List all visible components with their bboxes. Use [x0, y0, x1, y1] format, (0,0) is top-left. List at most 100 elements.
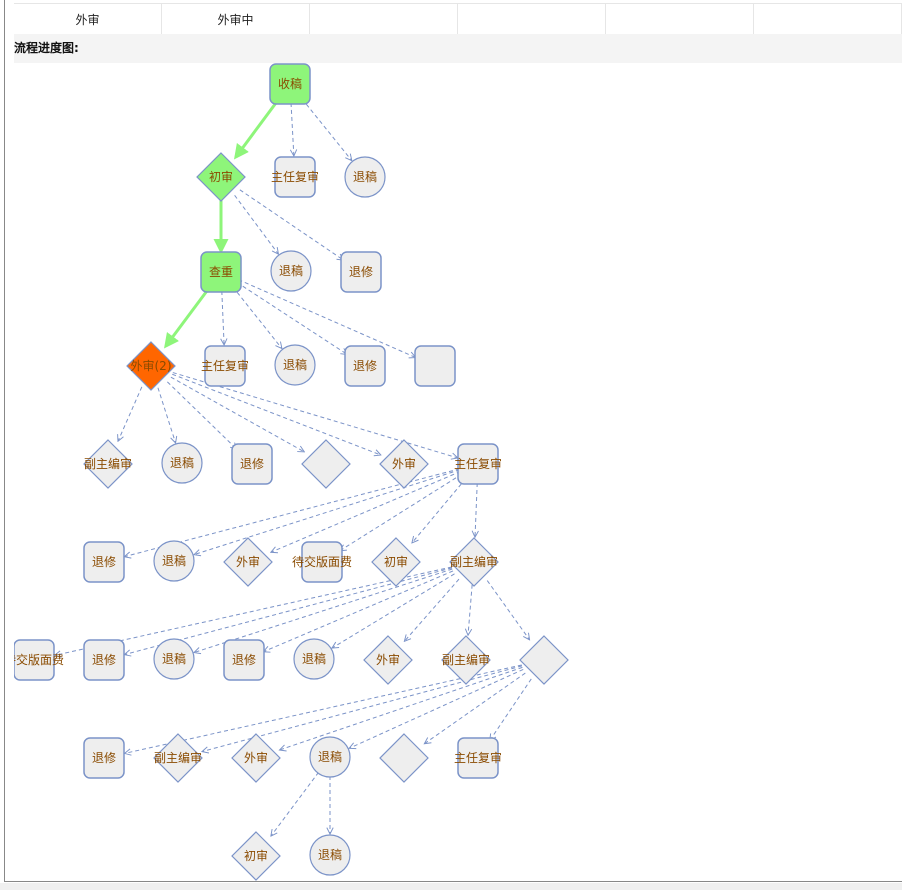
workflow-node[interactable] — [414, 345, 456, 387]
node-diamond-shape — [441, 635, 491, 685]
node-label: 退稿 — [170, 455, 194, 470]
workflow-node[interactable]: 退修 — [83, 639, 125, 681]
flow-edge — [271, 771, 320, 836]
workflow-node[interactable]: 副主编审 — [83, 439, 133, 489]
workflow-node[interactable]: 退稿 — [153, 540, 195, 582]
workflow-node[interactable]: 退修 — [231, 443, 273, 485]
node-diamond-shape — [231, 831, 281, 881]
node-label: 退修 — [240, 456, 264, 471]
workflow-node[interactable] — [519, 635, 569, 685]
node-label: 查重 — [209, 265, 233, 279]
node-rect-shape — [231, 443, 273, 485]
node-diamond-shape — [371, 537, 421, 587]
node-diamond-shape — [363, 635, 413, 685]
node-label: 外审 — [392, 456, 416, 471]
workflow-node[interactable]: 收稿 — [269, 63, 311, 105]
status-table-row: 外审 外审中 — [14, 3, 902, 35]
flow-edge — [157, 387, 176, 443]
workflow-node[interactable]: 退稿 — [274, 344, 316, 386]
workflow-node[interactable]: 主任复审 — [201, 345, 249, 387]
completed-flow-edge — [164, 286, 211, 349]
node-label: 主任复审 — [271, 169, 319, 184]
workflow-node[interactable]: 副主编审 — [153, 733, 203, 783]
node-label: 待交版面费 — [292, 554, 352, 569]
flow-edge — [340, 473, 463, 551]
workflow-node[interactable]: 查重 — [200, 251, 242, 293]
flow-edge — [468, 584, 473, 636]
node-circle-shape — [161, 442, 203, 484]
workflow-node[interactable]: 初审 — [231, 831, 281, 881]
workflow-node[interactable]: 退修 — [344, 345, 386, 387]
node-label: 退修 — [92, 652, 116, 667]
workflow-node[interactable]: 主任复审 — [454, 737, 502, 779]
content-frame — [4, 0, 902, 882]
node-label: 退稿 — [302, 651, 326, 666]
workflow-node[interactable]: 待交版面费 — [14, 639, 64, 681]
workflow-node[interactable]: 退稿 — [161, 442, 203, 484]
table-cell: 外审 — [14, 4, 162, 34]
node-diamond-shape — [379, 439, 429, 489]
node-label: 副主编审 — [442, 652, 490, 667]
workflow-node[interactable]: 退稿 — [309, 834, 351, 876]
flow-edge — [490, 678, 532, 741]
flow-edge — [167, 381, 237, 449]
workflow-node[interactable]: 退稿 — [344, 156, 386, 198]
workflow-node[interactable]: 主任复审 — [454, 443, 502, 485]
workflow-node[interactable]: 退稿 — [270, 250, 312, 292]
table-cell — [754, 4, 902, 34]
workflow-node[interactable]: 副主编审 — [449, 537, 499, 587]
table-cell: 外审中 — [162, 4, 310, 34]
node-label: 待交版面费 — [14, 652, 64, 667]
node-rect-shape — [14, 639, 55, 681]
workflow-node[interactable]: 外审(2) — [126, 341, 176, 391]
workflow-node[interactable]: 退稿 — [153, 638, 195, 680]
node-circle-shape — [309, 736, 351, 778]
workflow-node[interactable]: 外审 — [379, 439, 429, 489]
node-rect-shape — [83, 639, 125, 681]
workflow-node[interactable]: 退稿 — [309, 736, 351, 778]
table-cell — [310, 4, 458, 34]
workflow-node[interactable]: 外审 — [223, 537, 273, 587]
flow-edge — [238, 279, 415, 358]
node-rect-shape — [83, 541, 125, 583]
flow-edge — [291, 102, 294, 156]
workflow-node[interactable]: 待交版面费 — [292, 541, 352, 583]
node-circle-shape — [153, 638, 195, 680]
node-label: 初审 — [209, 169, 233, 184]
flow-edge — [486, 580, 529, 640]
flow-edge — [349, 668, 524, 748]
node-circle-shape — [344, 156, 386, 198]
node-rect-shape — [223, 639, 265, 681]
node-label: 外审 — [244, 750, 268, 765]
flow-edge — [236, 281, 348, 354]
flow-edge — [234, 194, 279, 254]
node-diamond-shape — [519, 635, 569, 685]
workflow-node[interactable] — [379, 733, 429, 783]
node-rect-shape — [204, 345, 246, 387]
workflow-node[interactable]: 外审 — [363, 635, 413, 685]
workflow-node[interactable]: 退修 — [83, 737, 125, 779]
workflow-node[interactable] — [301, 439, 351, 489]
node-rect-shape — [83, 737, 125, 779]
node-label: 主任复审 — [201, 358, 249, 373]
node-diamond-shape — [126, 341, 176, 391]
workflow-node[interactable]: 退修 — [83, 541, 125, 583]
node-diamond-shape — [196, 152, 246, 202]
node-label: 退修 — [92, 554, 116, 569]
workflow-node[interactable]: 初审 — [371, 537, 421, 587]
flow-edge — [332, 573, 455, 648]
workflow-node[interactable]: 主任复审 — [271, 156, 319, 198]
node-diamond-shape — [301, 439, 351, 489]
workflow-node[interactable]: 外审 — [231, 733, 281, 783]
workflow-node[interactable]: 副主编审 — [441, 635, 491, 685]
workflow-graph-canvas: 收稿初审主任复审退稿查重退稿退修外审(2)主任复审退稿退修副主编审退稿退修外审主… — [14, 63, 569, 881]
node-label: 收稿 — [278, 76, 302, 91]
workflow-node[interactable]: 退修 — [223, 639, 265, 681]
node-label: 退稿 — [318, 847, 342, 862]
node-rect-shape — [200, 251, 242, 293]
workflow-node[interactable]: 退稿 — [293, 638, 335, 680]
workflow-node[interactable]: 初审 — [196, 152, 246, 202]
node-label: 退修 — [349, 264, 373, 279]
workflow-node[interactable]: 退修 — [340, 251, 382, 293]
flow-edge — [232, 286, 282, 349]
